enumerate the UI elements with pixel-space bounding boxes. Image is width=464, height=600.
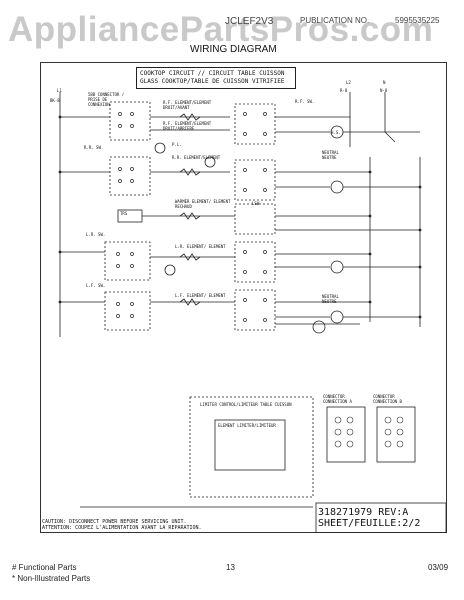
rf-switch-block: [109, 101, 151, 141]
page-number: 13: [226, 563, 235, 572]
label-neutral-1: NEUTRAL NEUTRE: [322, 150, 339, 160]
pilot-light-3: [164, 264, 176, 276]
footer-non-illustrated: * Non-Illustrated Parts: [12, 574, 91, 583]
label-pl: P.L.: [172, 142, 182, 147]
lr-element-coil: [179, 253, 201, 261]
lr-limiter-block: [234, 241, 276, 283]
label-lr-element: L.R. ELEMENT/ ELEMENT: [175, 244, 226, 249]
caution-warning: CAUTION: DISCONNECT POWER BEFORE SERVICI…: [42, 519, 202, 531]
label-inset-title: LIMITER CONTROL/LIMITEUR TABLE CUISSON: [200, 402, 292, 407]
label-rf-element: R.F. ELEMENT/ELEMENT DROIT/AVANT: [163, 100, 212, 110]
pilot-light-1: [154, 142, 166, 154]
watermark: AppliancePartsPros.com: [8, 10, 434, 49]
sheet-number: SHEET/FEUILLE:2/2: [318, 518, 421, 529]
connector-a-block: [326, 406, 366, 463]
rr-switch-block: [109, 156, 151, 196]
label-bk8: BK-8: [50, 98, 60, 103]
label-connector: 5BB CONNECTOR / PRISE DE CONNEXION: [88, 92, 125, 107]
wiring-schematic: [58, 92, 447, 533]
label-r8: R-8: [340, 88, 348, 93]
caution-line-2: ATTENTION: COUPEZ L'ALIMENTATION AVANT L…: [42, 525, 202, 531]
label-trs: TRS: [120, 211, 128, 216]
publication-label: PUBLICATION NO.: [300, 16, 370, 25]
lr-switch-block: [104, 241, 151, 281]
publication-number: 5995535225: [395, 16, 440, 25]
lf-element-coil: [179, 298, 201, 306]
rf-limiter-block: [234, 103, 276, 145]
pilot-light-2: [204, 156, 216, 168]
warmer-limiter-block: [234, 203, 276, 235]
label-l2: L2: [346, 80, 351, 85]
limiter-inset-inner: [214, 419, 286, 471]
label-neutral-2: NEUTRAL NEUTRE: [322, 294, 339, 304]
label-element-limit: ELEMENT LIMITER/LIMITEUR: [218, 423, 276, 428]
label-n8: N-8: [380, 88, 388, 93]
footer-date: 03/09: [428, 563, 449, 572]
label-connector-a: CONNECTOR CONNECTION A: [323, 394, 352, 404]
label-rr-sw: R.R. SW.: [84, 145, 104, 150]
hs-indicator-3: [330, 260, 344, 274]
model-code: JCLEF2V3: [225, 16, 274, 27]
hs-indicator-4: [330, 310, 344, 324]
label-lf-sw: L.F. SW.: [86, 283, 106, 288]
part-number: 318271979 REV:A: [318, 507, 409, 518]
label-l1: L1: [57, 88, 62, 93]
circuit-title-box: COOKTOP CIRCUIT // CIRCUIT TABLE CUISSON…: [136, 67, 296, 89]
label-warmer: WARMER ELEMENT/ ELEMENT RECHAUD: [175, 199, 231, 209]
rr-element-coil: [179, 168, 201, 176]
diagram-frame: [40, 62, 447, 533]
caution-line-1: CAUTION: DISCONNECT POWER BEFORE SERVICI…: [42, 519, 187, 525]
label-lsw: LSW: [252, 201, 260, 206]
label-rr-element: R.R. ELEMENT/ELEMENT: [172, 155, 221, 160]
limiter-inset: [189, 396, 314, 498]
label-lr-sw: L.R. SW.: [86, 232, 106, 237]
diagram-title: WIRING DIAGRAM: [190, 44, 277, 55]
lf-limiter-block: [234, 289, 276, 331]
connector-b-block: [376, 406, 416, 463]
label-lf-element: L.F. ELEMENT/ ELEMENT: [175, 293, 226, 298]
part-number-block: 318271979 REV:A SHEET/FEUILLE:2/2: [318, 507, 420, 529]
part-number-box: [315, 502, 447, 533]
hs-indicator-5: [312, 320, 326, 334]
label-n: N: [383, 80, 386, 85]
circuit-title-line1: COOKTOP CIRCUIT // CIRCUIT TABLE CUISSON: [140, 70, 285, 77]
hs-indicator-2: [330, 180, 344, 194]
rf-element-coil: [179, 113, 201, 121]
circuit-title-line2: GLASS COOKTOP/TABLE DE CUISSON VITRIFIEE: [140, 78, 285, 85]
lf-switch-block: [104, 291, 151, 331]
label-connector-b: CONNECTOR CONNECTION B: [373, 394, 402, 404]
footer-functional: # Functional Parts: [12, 563, 77, 572]
rr-limiter-block: [234, 159, 276, 201]
label-hs: H.S.: [331, 130, 341, 135]
label-rf-element2: R.F. ELEMENT/ELEMENT DROIT/ARRIERE: [163, 121, 212, 131]
warmer-coil: [179, 212, 201, 220]
label-rf-sw: R.F. SW.: [295, 99, 315, 104]
